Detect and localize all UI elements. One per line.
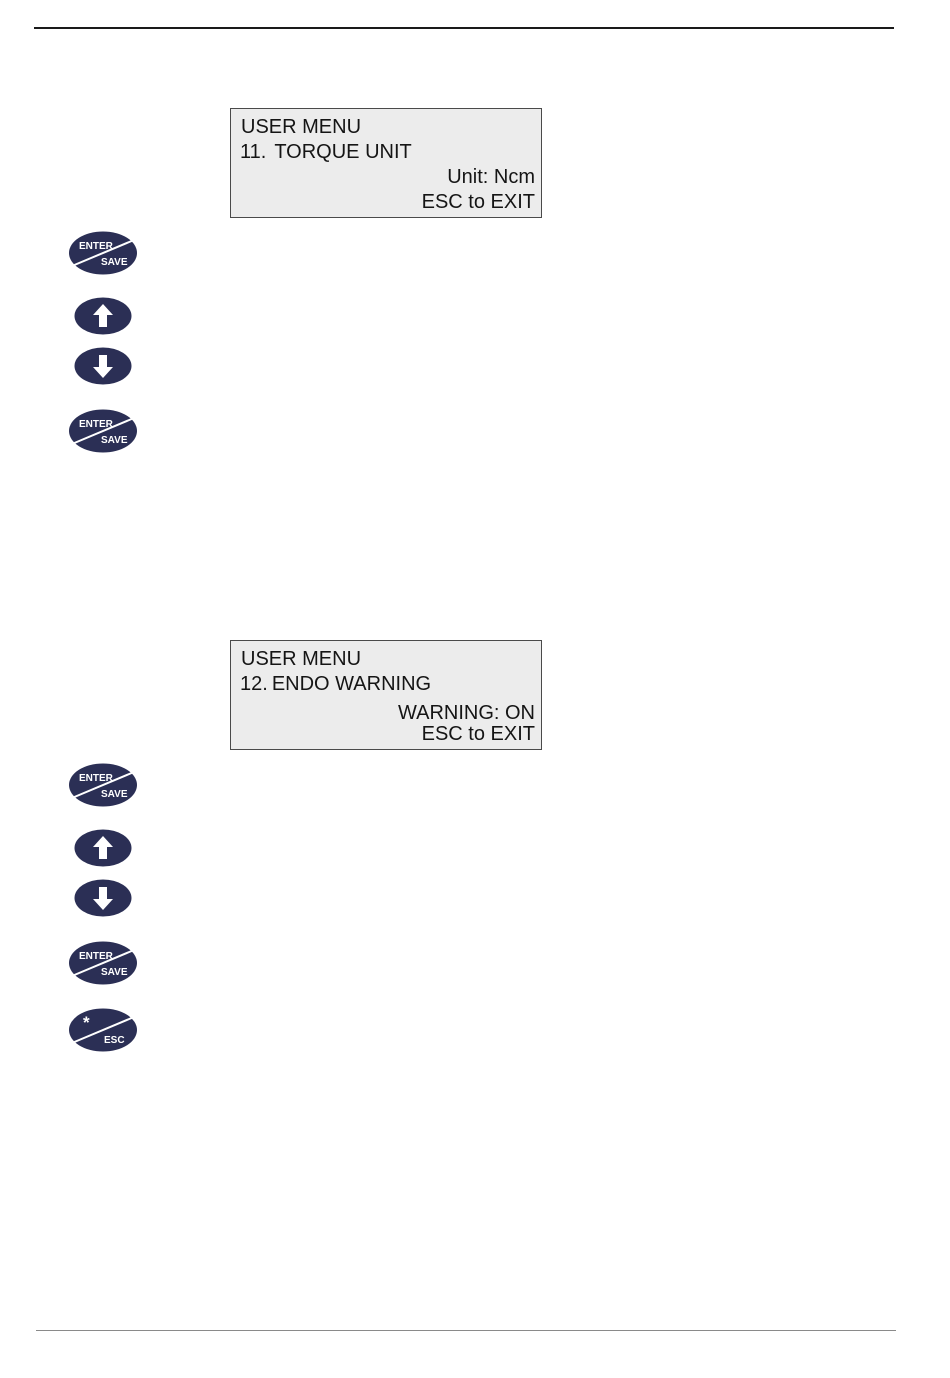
arrow-down-key-icon	[74, 878, 134, 918]
key-label-bottom: ESC	[104, 1035, 125, 1046]
footer-rule	[36, 1330, 896, 1331]
lcd-title: USER MENU	[241, 647, 361, 672]
enter-save-key-icon: ENTER SAVE	[68, 940, 138, 986]
lcd-menu-item: 12.ENDO WARNING	[240, 672, 431, 697]
lcd-display-endo-warning: USER MENU 12.ENDO WARNING WARNING: ON ES…	[230, 640, 542, 750]
enter-save-key-icon: ENTER SAVE	[68, 230, 138, 276]
key-label-bottom: SAVE	[101, 789, 128, 800]
key-label-top: ENTER	[79, 419, 114, 430]
lcd-menu-item: 11. TORQUE UNIT	[240, 140, 412, 165]
key-label-top: ENTER	[79, 773, 114, 784]
arrow-up-key-icon	[74, 296, 134, 336]
key-label-top: *	[83, 1013, 90, 1032]
lcd-item-number: 11.	[240, 141, 266, 163]
lcd-title: USER MENU	[241, 115, 361, 140]
enter-save-key-icon: ENTER SAVE	[68, 762, 138, 808]
lcd-value-line: Unit: Ncm	[447, 165, 535, 190]
lcd-item-number: 12.	[240, 673, 268, 695]
key-label-bottom: SAVE	[101, 967, 128, 978]
header-rule	[34, 27, 894, 29]
key-label-bottom: SAVE	[101, 435, 128, 446]
arrow-down-key-icon	[74, 346, 134, 386]
key-label-top: ENTER	[79, 241, 114, 252]
key-label-bottom: SAVE	[101, 257, 128, 268]
key-label-top: ENTER	[79, 951, 114, 962]
lcd-display-torque-unit: USER MENU 11. TORQUE UNIT Unit: Ncm ESC t…	[230, 108, 542, 218]
lcd-hint-line: ESC to EXIT	[422, 722, 535, 747]
esc-key-icon: * ESC	[68, 1007, 138, 1053]
lcd-item-name: TORQUE UNIT	[274, 141, 411, 163]
lcd-hint-line: ESC to EXIT	[422, 190, 535, 215]
arrow-up-key-icon	[74, 828, 134, 868]
lcd-item-name: ENDO WARNING	[272, 673, 431, 695]
enter-save-key-icon: ENTER SAVE	[68, 408, 138, 454]
